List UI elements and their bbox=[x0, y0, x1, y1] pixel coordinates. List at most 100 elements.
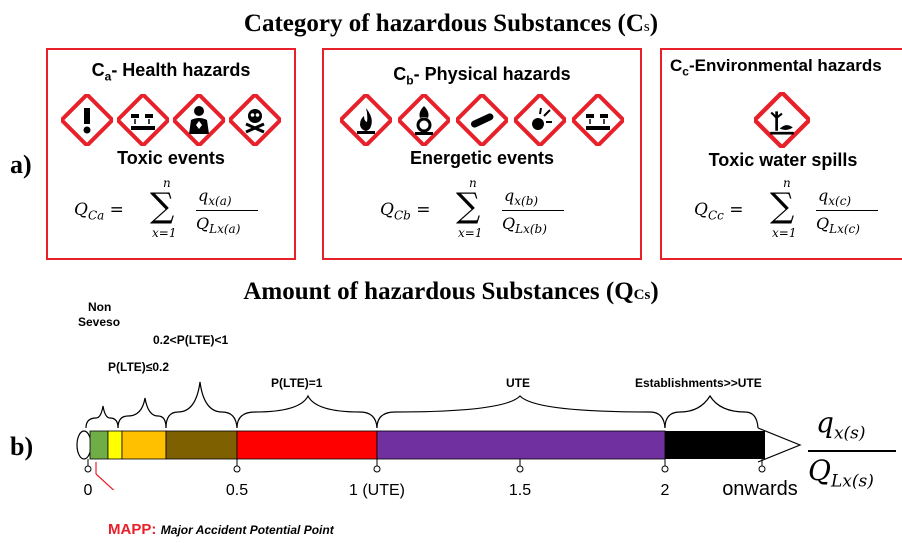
formula-lhs-q: Q bbox=[380, 200, 394, 220]
box-title-sub: a bbox=[104, 69, 112, 84]
formula-numerator: qx(c) bbox=[818, 186, 851, 208]
den-sub: Lx(a) bbox=[209, 222, 241, 237]
mapp-caption: MAPP: Major Accident Potential Point bbox=[108, 521, 334, 539]
formula-lhs: QCa = bbox=[74, 200, 124, 223]
amount-scale bbox=[76, 381, 802, 490]
toxic-events-label: Toxic events bbox=[117, 148, 225, 168]
title-category-sub: s bbox=[643, 19, 650, 35]
tick-label-onwards: onwards bbox=[722, 478, 798, 500]
panel-b-label: b) bbox=[10, 432, 34, 461]
seg-black bbox=[665, 431, 765, 459]
bar-arrow-head bbox=[757, 427, 802, 463]
amount-fraction: qx(s) QLx(s) bbox=[808, 406, 898, 498]
box-title-rest: - Physical hazards bbox=[413, 64, 571, 84]
fraction-bar bbox=[196, 210, 258, 211]
brace-p-one bbox=[236, 394, 378, 429]
title-category-close: ) bbox=[649, 10, 659, 37]
label-non-seveso-1: Non bbox=[88, 300, 112, 314]
seg-green bbox=[89, 430, 109, 460]
amount-fraction-bar bbox=[808, 450, 896, 452]
title-amount-close: ) bbox=[650, 278, 659, 305]
sum-lower: x=1 bbox=[772, 226, 797, 240]
corrosion-icon bbox=[572, 94, 624, 146]
bar-arrow-fill bbox=[758, 431, 765, 459]
box-title-main: C bbox=[91, 60, 105, 80]
fraction-bar bbox=[816, 210, 878, 211]
big-den-sub: Lx(s) bbox=[830, 471, 874, 492]
seg-orange bbox=[121, 430, 167, 460]
box-title-sub: b bbox=[406, 73, 414, 88]
fraction-bar bbox=[502, 210, 564, 211]
formula-lhs: QCc = bbox=[694, 200, 744, 223]
big-den-q: Q bbox=[808, 454, 831, 487]
box-title-rest: -Environmental hazards bbox=[688, 56, 882, 75]
bar-start-cap bbox=[76, 430, 92, 460]
formula-lhs: QCb = bbox=[380, 200, 431, 223]
toxic-water-spills-label: Toxic water spills bbox=[708, 150, 858, 170]
skull-crossbones-icon bbox=[229, 94, 281, 146]
exclamation-icon bbox=[61, 94, 113, 146]
sum-upper: n bbox=[469, 176, 477, 190]
environmental-icons bbox=[662, 92, 902, 148]
brace-establishments bbox=[664, 394, 759, 429]
formula-ca: QCa = n ∑ x=1 qx(a) QLx(a) bbox=[74, 176, 284, 256]
brace-group bbox=[85, 381, 759, 429]
title-category: Category of hazardous Substances (Cs) bbox=[0, 10, 902, 38]
den-q: Q bbox=[196, 214, 210, 233]
tick-15-dot bbox=[516, 465, 524, 473]
box-title-main: C bbox=[393, 64, 407, 84]
label-p-one: P(LTE)=1 bbox=[271, 376, 323, 390]
num-q: q bbox=[504, 186, 515, 205]
tick-label-1: 1 (UTE) bbox=[349, 482, 405, 499]
tick-label-0: 0 bbox=[83, 482, 93, 499]
num-sub: x(a) bbox=[208, 194, 232, 209]
health-hazard-icon bbox=[173, 94, 225, 146]
formula-denominator: QLx(a) bbox=[196, 214, 240, 236]
label-establishments: Establishments>>UTE bbox=[635, 376, 762, 390]
energetic-events-label: Energetic events bbox=[409, 148, 555, 168]
physical-icons bbox=[324, 94, 640, 146]
formula-numerator: qx(b) bbox=[504, 186, 538, 208]
num-sub: x(b) bbox=[514, 194, 539, 209]
sum-symbol: ∑ bbox=[456, 186, 481, 226]
label-non-seveso-2: Seveso bbox=[78, 315, 121, 329]
flame-over-circle-icon bbox=[398, 94, 450, 146]
box-title-rest: - Health hazards bbox=[111, 60, 251, 80]
formula-lhs-sub: Cb bbox=[393, 208, 411, 223]
den-sub: Lx(c) bbox=[829, 222, 860, 237]
tick-label-2: 2 bbox=[660, 482, 670, 499]
sum-lower: x=1 bbox=[152, 226, 177, 240]
mapp-text: Major Accident Potential Point bbox=[160, 523, 334, 537]
formula-denominator: QLx(b) bbox=[502, 214, 547, 236]
sum-upper: n bbox=[163, 176, 171, 190]
formula-lhs-q: Q bbox=[74, 200, 88, 220]
num-q: q bbox=[818, 186, 829, 205]
brace-p-low bbox=[117, 397, 167, 429]
brace-non-seveso bbox=[85, 405, 119, 429]
amount-fraction-denominator: QLx(s) bbox=[808, 454, 874, 492]
seg-yellow bbox=[107, 430, 123, 460]
environmental-hazards-box: Cc-Environmental hazards Toxic water spi… bbox=[660, 48, 902, 260]
den-q: Q bbox=[816, 214, 830, 233]
tick-0-dot bbox=[84, 465, 92, 473]
panel-a-label: a) bbox=[10, 150, 32, 179]
seg-olive bbox=[165, 430, 238, 460]
exploding-bomb-icon bbox=[514, 94, 566, 146]
tick-onwards-dot bbox=[758, 465, 766, 473]
label-ute: UTE bbox=[506, 376, 530, 390]
title-amount: Amount of hazardous Substances (QCs) bbox=[0, 278, 902, 306]
formula-numerator: qx(a) bbox=[198, 186, 232, 208]
amount-fraction-numerator: qx(s) bbox=[816, 406, 866, 444]
den-q: Q bbox=[502, 214, 516, 233]
formula-lhs-sub: Cc bbox=[707, 208, 724, 223]
label-p-mid: 0.2<P(LTE)<1 bbox=[153, 333, 229, 347]
flame-icon bbox=[340, 94, 392, 146]
seg-purple bbox=[376, 430, 666, 460]
mapp-label: MAPP: bbox=[108, 521, 157, 538]
brace-ute bbox=[376, 395, 666, 429]
environmental-hazards-title: Cc-Environmental hazards bbox=[670, 56, 882, 78]
tick-05-dot bbox=[233, 465, 241, 473]
num-sub: x(c) bbox=[828, 194, 852, 209]
tick-label-15: 1.5 bbox=[508, 482, 532, 499]
box-title-main: C bbox=[670, 56, 683, 75]
